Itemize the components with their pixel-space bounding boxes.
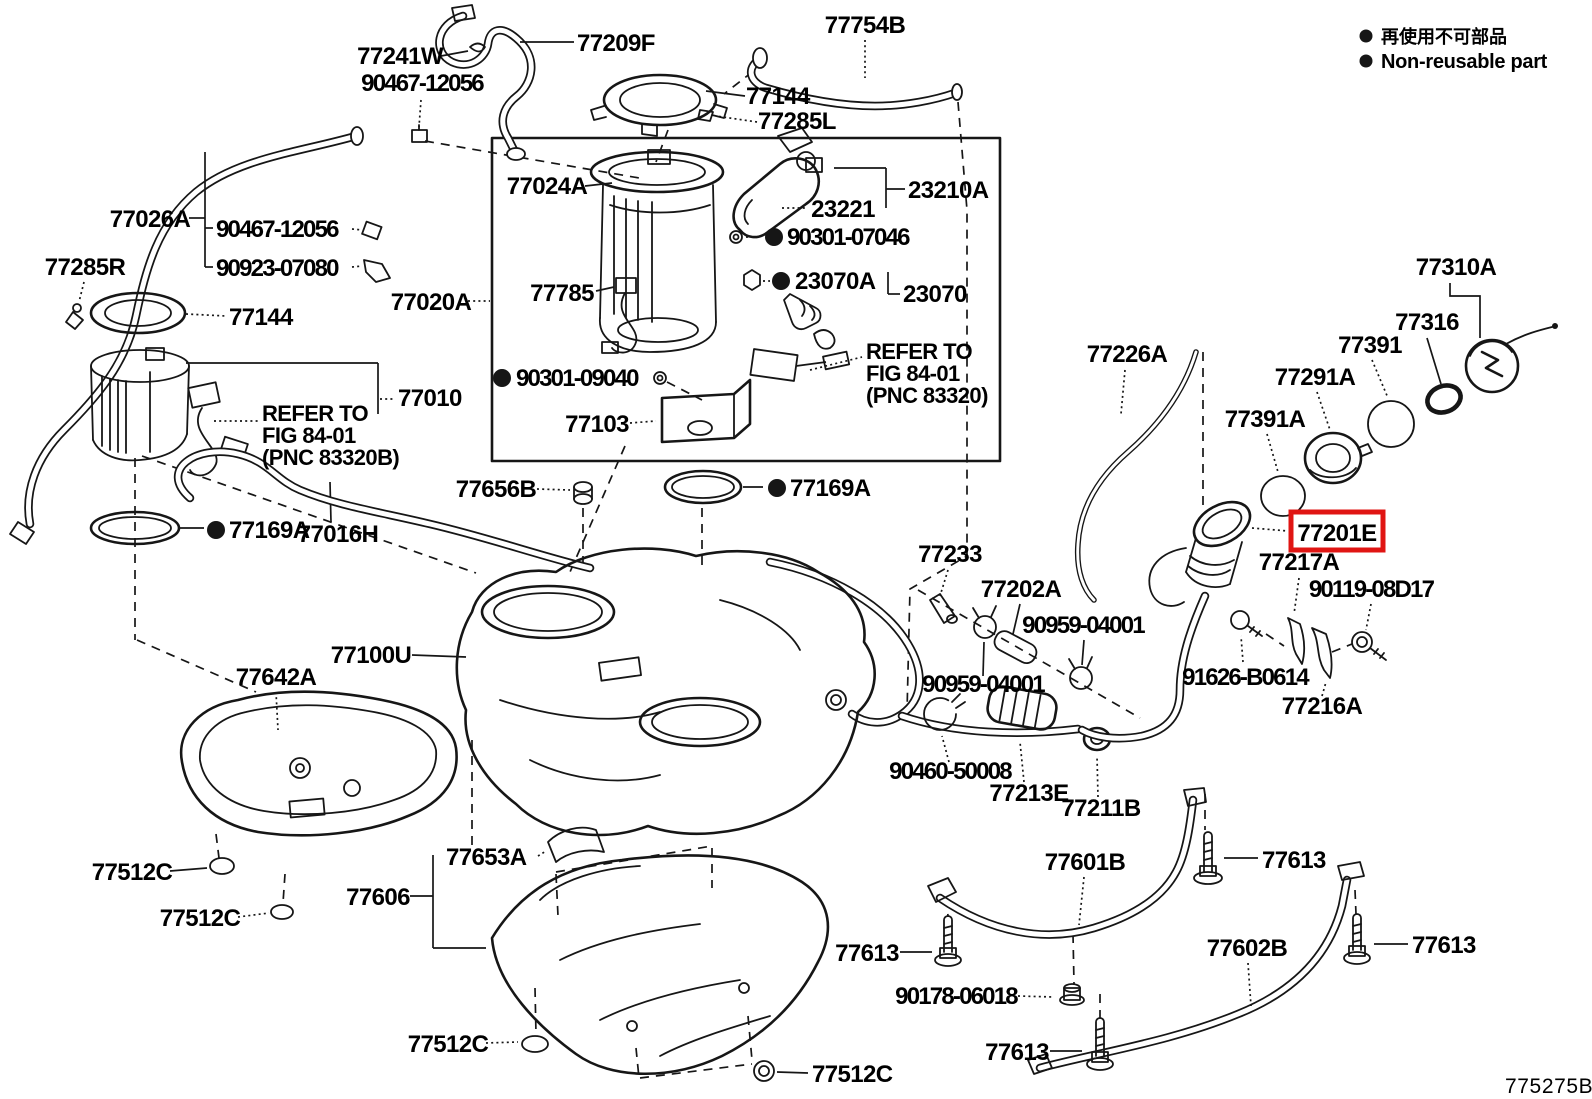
part-label-77606[interactable]: 77606 bbox=[346, 884, 411, 911]
part-label-77026a[interactable]: 77026A bbox=[110, 206, 191, 233]
part-label-77169a-top[interactable]: 77169A bbox=[790, 475, 871, 502]
part-label-77285r[interactable]: 77285R bbox=[45, 254, 126, 281]
refer-note-left-line2: FIG 84-01 bbox=[262, 423, 356, 448]
part-label-90467-12056-top[interactable]: 90467-12056 bbox=[361, 70, 486, 97]
part-label-77213e[interactable]: 77213E bbox=[989, 780, 1069, 807]
part-label-77512c-1[interactable]: 77512C bbox=[92, 859, 173, 886]
part-label-23070[interactable]: 23070 bbox=[903, 281, 968, 308]
non-reusable-bullet-icon bbox=[768, 479, 786, 497]
non-reusable-bullet-icon bbox=[772, 272, 790, 290]
part-label-90301-09040[interactable]: 90301-09040 bbox=[516, 365, 641, 392]
legend: 再使用不可部品 Non-reusable part bbox=[1359, 26, 1548, 73]
part-label-77016h[interactable]: 77016H bbox=[298, 521, 379, 548]
part-label-90959-04001-left[interactable]: 90959-04001 bbox=[922, 671, 1047, 698]
refer-note-left: REFER TO FIG 84-01 (PNC 83320B) bbox=[262, 401, 400, 470]
fuel-cap-group-drawing bbox=[1260, 283, 1558, 517]
refer-note-right-line2: FIG 84-01 bbox=[866, 361, 960, 386]
fuel-hose-left-drawing bbox=[9, 126, 391, 545]
part-label-77512c-3[interactable]: 77512C bbox=[408, 1031, 489, 1058]
pump-kit-contents-drawing bbox=[468, 127, 905, 444]
part-label-77020a[interactable]: 77020A bbox=[391, 289, 472, 316]
part-label-77144-left[interactable]: 77144 bbox=[229, 304, 295, 331]
pump-kit-frame-box bbox=[490, 136, 1002, 463]
refer-note-left-line1: REFER TO bbox=[262, 401, 369, 426]
part-label-23221[interactable]: 23221 bbox=[811, 196, 876, 223]
part-label-90460-50008[interactable]: 90460-50008 bbox=[889, 758, 1014, 785]
check-valve-drawing bbox=[65, 281, 85, 330]
part-label-77316[interactable]: 77316 bbox=[1395, 309, 1460, 336]
part-label-77202a[interactable]: 77202A bbox=[981, 576, 1062, 603]
legend-jp-text: 再使用不可部品 bbox=[1381, 26, 1507, 47]
part-label-90301-07046[interactable]: 90301-07046 bbox=[787, 224, 912, 251]
non-reusable-bullet-icon bbox=[1359, 29, 1373, 43]
non-reusable-bullet-icon bbox=[1359, 54, 1373, 68]
part-label-77785[interactable]: 77785 bbox=[530, 280, 595, 307]
part-label-77241w[interactable]: 77241W bbox=[357, 43, 444, 70]
part-label-77642a[interactable]: 77642A bbox=[236, 664, 317, 691]
part-label-23070a[interactable]: 23070A bbox=[795, 268, 876, 295]
part-label-77512c-4[interactable]: 77512C bbox=[812, 1061, 893, 1088]
part-label-77291a[interactable]: 77291A bbox=[1275, 364, 1356, 391]
refer-note-right-line1: REFER TO bbox=[866, 339, 973, 364]
part-label-77613-a[interactable]: 77613 bbox=[1262, 847, 1327, 874]
part-label-77601b[interactable]: 77601B bbox=[1045, 849, 1126, 876]
refer-note-right: REFER TO FIG 84-01 (PNC 83320) bbox=[866, 339, 989, 408]
part-label-77100u[interactable]: 77100U bbox=[331, 642, 412, 669]
part-label-77201e-highlighted[interactable]: 77201E bbox=[1297, 520, 1377, 547]
legend-en-text: Non-reusable part bbox=[1381, 51, 1548, 73]
fuel-tank-drawing bbox=[411, 547, 876, 837]
heat-shield-drawing bbox=[410, 826, 830, 1082]
part-label-77217a[interactable]: 77217A bbox=[1259, 549, 1340, 576]
tank-band-front-drawing bbox=[900, 787, 1258, 1006]
part-label-90923-07080[interactable]: 90923-07080 bbox=[216, 255, 341, 282]
highlighted-part-box[interactable] bbox=[1288, 509, 1386, 553]
figure-code: 775275B bbox=[1505, 1075, 1592, 1098]
refer-note-right-line3: (PNC 83320) bbox=[866, 383, 988, 408]
suction-hose-drawing bbox=[411, 4, 574, 161]
non-reusable-bullet-icon bbox=[493, 369, 511, 387]
part-label-77010[interactable]: 77010 bbox=[398, 385, 463, 412]
part-label-77512c-2[interactable]: 77512C bbox=[160, 905, 241, 932]
part-label-77169a-left[interactable]: 77169A bbox=[229, 517, 310, 544]
filler-pipe-drawing bbox=[1074, 349, 1387, 743]
grommet-and-gasket-drawing bbox=[536, 469, 786, 505]
part-label-23210a[interactable]: 23210A bbox=[908, 177, 989, 204]
part-label-77754b[interactable]: 77754B bbox=[825, 12, 906, 39]
part-label-77613-b[interactable]: 77613 bbox=[835, 940, 900, 967]
part-label-77285l[interactable]: 77285L bbox=[758, 108, 836, 135]
part-label-90467-12056-left[interactable]: 90467-12056 bbox=[216, 216, 341, 243]
breather-pipe-drawing bbox=[747, 40, 963, 111]
refer-note-left-line3: (PNC 83320B) bbox=[262, 445, 399, 470]
part-label-91626-b0614[interactable]: 91626-B0614 bbox=[1182, 664, 1312, 691]
part-label-77209f[interactable]: 77209F bbox=[577, 30, 655, 57]
part-label-77656b[interactable]: 77656B bbox=[456, 476, 537, 503]
part-label-77211b[interactable]: 77211B bbox=[1061, 795, 1141, 822]
part-label-77613-d[interactable]: 77613 bbox=[1412, 932, 1477, 959]
non-reusable-bullet-icon bbox=[207, 521, 225, 539]
non-reusable-bullet-icon bbox=[765, 228, 783, 246]
part-label-77653a[interactable]: 77653A bbox=[446, 844, 527, 871]
part-label-77024a[interactable]: 77024A bbox=[507, 173, 588, 200]
part-label-77310a[interactable]: 77310A bbox=[1416, 254, 1497, 281]
part-label-77216a[interactable]: 77216A bbox=[1282, 693, 1363, 720]
pump-plate-top-drawing bbox=[590, 73, 758, 137]
tank-band-rear-drawing bbox=[1027, 861, 1408, 1075]
part-labels: 77241W 90467-12056 77209F 77754B 77144 7… bbox=[45, 12, 1497, 1088]
part-label-90178-06018[interactable]: 90178-06018 bbox=[895, 983, 1020, 1010]
part-label-77233[interactable]: 77233 bbox=[918, 541, 983, 568]
part-label-77226a[interactable]: 77226A bbox=[1087, 341, 1168, 368]
part-label-77613-c[interactable]: 77613 bbox=[985, 1039, 1050, 1066]
part-label-77391a[interactable]: 77391A bbox=[1225, 406, 1306, 433]
assembly-dashed-lines bbox=[134, 61, 1357, 1079]
tank-protector-drawing bbox=[169, 690, 458, 920]
part-label-77391[interactable]: 77391 bbox=[1338, 332, 1403, 359]
fuel-pump-module-left-drawing bbox=[89, 291, 395, 546]
part-label-77602b[interactable]: 77602B bbox=[1207, 935, 1288, 962]
part-label-77144-top[interactable]: 77144 bbox=[746, 83, 812, 110]
part-label-90959-04001-right[interactable]: 90959-04001 bbox=[1022, 612, 1147, 639]
part-label-77103[interactable]: 77103 bbox=[565, 411, 630, 438]
part-label-90119-08d17[interactable]: 90119-08D17 bbox=[1309, 576, 1437, 603]
